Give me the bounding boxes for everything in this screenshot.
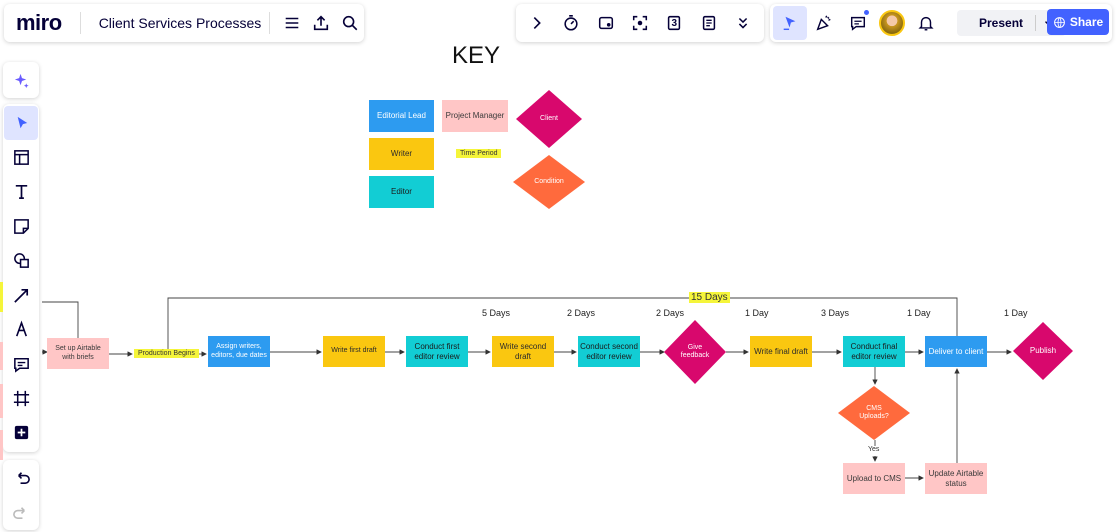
node-update-airtable[interactable]: Update Airtable status	[925, 463, 987, 494]
node-publish[interactable]: Publish	[1013, 322, 1073, 380]
offscreen-sticky[interactable]	[0, 430, 3, 460]
miro-logo[interactable]: miro	[16, 10, 62, 35]
pen-icon[interactable]	[4, 313, 38, 347]
key-client[interactable]: Client	[516, 90, 582, 148]
connection-line-icon[interactable]	[4, 278, 38, 312]
notification-dot	[864, 10, 869, 15]
calendar-digit: 3	[671, 17, 678, 29]
key-editor[interactable]: Editor	[369, 176, 434, 208]
redo-icon[interactable]	[4, 496, 38, 530]
node-cms-uploads-label: CMS Uploads?	[859, 405, 889, 420]
node-production-begins[interactable]: Production Begins	[134, 349, 199, 358]
share-button[interactable]: Share	[1047, 9, 1109, 35]
focus-icon[interactable]	[623, 6, 657, 40]
duration-label[interactable]: 1 Day	[1004, 308, 1028, 318]
key-condition-label: Condition	[534, 178, 564, 186]
key-project-manager[interactable]: Project Manager	[442, 100, 508, 132]
key-condition[interactable]: Condition	[513, 155, 585, 209]
history-toolbar	[3, 460, 39, 530]
double-chevron-down-icon[interactable]	[726, 6, 760, 40]
sticky-note-icon[interactable]	[4, 209, 38, 243]
duration-label[interactable]: 2 Days	[656, 308, 685, 318]
ai-toolbar	[3, 62, 39, 98]
node-first-editor-review[interactable]: Conduct first editor review	[406, 336, 468, 367]
node-write-final-draft[interactable]: Write final draft	[750, 336, 812, 367]
present-divider	[1035, 15, 1037, 31]
video-icon[interactable]	[589, 6, 623, 40]
node-write-second-draft[interactable]: Write second draft	[492, 336, 554, 367]
total-period-label[interactable]: 15 Days	[689, 292, 730, 303]
frame-icon[interactable]	[4, 382, 38, 416]
menu-icon[interactable]	[278, 6, 307, 40]
node-cms-uploads-condition[interactable]: CMS Uploads?	[838, 386, 910, 440]
duration-label[interactable]: 1 Day	[907, 308, 931, 318]
sparkle-icon[interactable]	[4, 63, 38, 97]
key-title: KEY	[452, 42, 501, 69]
duration-label[interactable]: 5 Days	[482, 308, 511, 318]
key-editorial-lead[interactable]: Editorial Lead	[369, 100, 434, 132]
notes-icon[interactable]	[692, 6, 726, 40]
follow-cursor-icon[interactable]	[773, 6, 807, 40]
node-write-first-draft[interactable]: Write first draft	[323, 336, 385, 367]
text-icon[interactable]	[4, 175, 38, 209]
node-give-feedback[interactable]: Give feedback	[664, 320, 726, 384]
duration-label[interactable]: 3 Days	[821, 308, 850, 318]
share-label: Share	[1069, 15, 1104, 29]
node-final-editor-review[interactable]: Conduct final editor review	[843, 336, 905, 367]
globe-icon	[1053, 16, 1065, 28]
key-writer[interactable]: Writer	[369, 138, 434, 170]
chevron-right-icon[interactable]	[520, 6, 554, 40]
shapes-icon[interactable]	[4, 244, 38, 278]
key-time-period[interactable]: Time Period	[456, 149, 502, 158]
comments-icon[interactable]	[841, 6, 875, 40]
export-icon[interactable]	[307, 6, 336, 40]
undo-icon[interactable]	[4, 461, 38, 495]
node-give-feedback-label: Give feedback	[680, 344, 710, 359]
offscreen-sticky[interactable]	[0, 282, 3, 312]
templates-icon[interactable]	[4, 140, 38, 174]
node-publish-label: Publish	[1029, 345, 1057, 355]
creation-toolbar	[3, 104, 39, 452]
offscreen-sticky[interactable]	[0, 342, 3, 370]
node-setup-airtable[interactable]: Set up Airtable with briefs	[47, 338, 109, 369]
node-assign-writers[interactable]: Assign writers, editors, due dates	[208, 336, 270, 367]
present-label: Present	[979, 16, 1024, 30]
avatar[interactable]	[875, 6, 909, 40]
duration-label[interactable]: 1 Day	[745, 308, 769, 318]
add-icon[interactable]	[4, 416, 38, 450]
node-second-editor-review[interactable]: Conduct second editor review	[578, 336, 640, 367]
timer-icon[interactable]	[554, 6, 588, 40]
calendar-icon[interactable]: 3	[657, 6, 691, 40]
board-title[interactable]: Client Services Processes	[79, 12, 261, 34]
select-cursor-icon[interactable]	[4, 106, 38, 140]
yes-label: Yes	[868, 446, 880, 453]
node-deliver-to-client[interactable]: Deliver to client	[925, 336, 987, 367]
offscreen-sticky[interactable]	[0, 384, 3, 418]
comment-icon[interactable]	[4, 347, 38, 381]
board-header: miro Client Services Processes	[4, 4, 364, 42]
celebrate-icon[interactable]	[807, 6, 841, 40]
duration-label[interactable]: 2 Days	[567, 308, 596, 318]
board-tools-bar: 3	[516, 4, 764, 42]
divider	[269, 12, 271, 34]
key-client-label: Client	[540, 115, 558, 123]
node-upload-to-cms[interactable]: Upload to CMS	[843, 463, 905, 494]
search-icon[interactable]	[335, 6, 364, 40]
bell-icon[interactable]	[909, 6, 943, 40]
